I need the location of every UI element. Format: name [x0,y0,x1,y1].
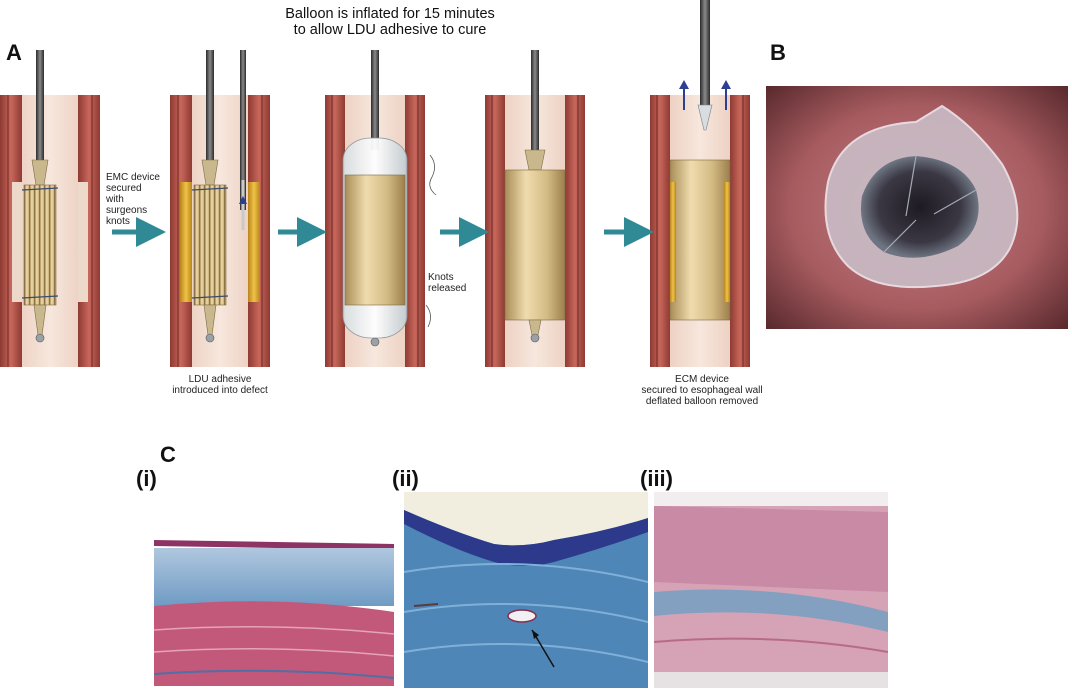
balloon-title-line1: Balloon is inflated for 15 minutes [285,6,495,22]
panel-label-b: B [770,40,786,65]
step-2-esophagus [170,50,270,367]
step-4-esophagus [485,50,585,367]
endoscopy-image [766,86,1068,329]
emc-line-4: surgeons [106,205,148,216]
histology-image-i [154,534,394,686]
panel-label-a: A [6,40,22,65]
ldu-line-2: introduced into defect [172,385,268,396]
ecm-line-1: ECM device [675,374,729,385]
knots-line-1: Knots [428,272,454,283]
procedure-diagram [0,0,750,367]
emc-line-1: EMC device [106,172,160,183]
histology-label-i: (i) [136,466,157,491]
emc-annotation: EMC device secured with surgeons knots [106,172,166,227]
histology-image-iii [654,492,888,688]
step-1-esophagus [0,50,100,367]
ldu-annotation: LDU adhesive introduced into defect [160,374,280,396]
ldu-line-1: LDU adhesive [188,374,252,385]
histology-label-ii: (ii) [392,466,419,491]
ecm-line-3: deflated balloon removed [645,396,759,407]
ecm-line-2: secured to esophageal wall [641,385,763,396]
knots-line-2: released [428,283,467,294]
emc-line-2: secured [106,183,142,194]
balloon-title: Balloon is inflated for 15 minutes to al… [240,6,540,38]
ecm-annotation: ECM device secured to esophageal wall de… [632,374,772,407]
balloon-title-line2: to allow LDU adhesive to cure [293,22,487,38]
step-5-esophagus [650,0,750,367]
histology-image-ii [404,492,648,688]
emc-line-5: knots [106,216,130,227]
step-3-esophagus [325,50,437,367]
emc-line-3: with [106,194,124,205]
knots-annotation: Knots released [428,272,478,294]
panel-label-c: C [160,442,176,467]
histology-label-iii: (iii) [640,466,673,491]
